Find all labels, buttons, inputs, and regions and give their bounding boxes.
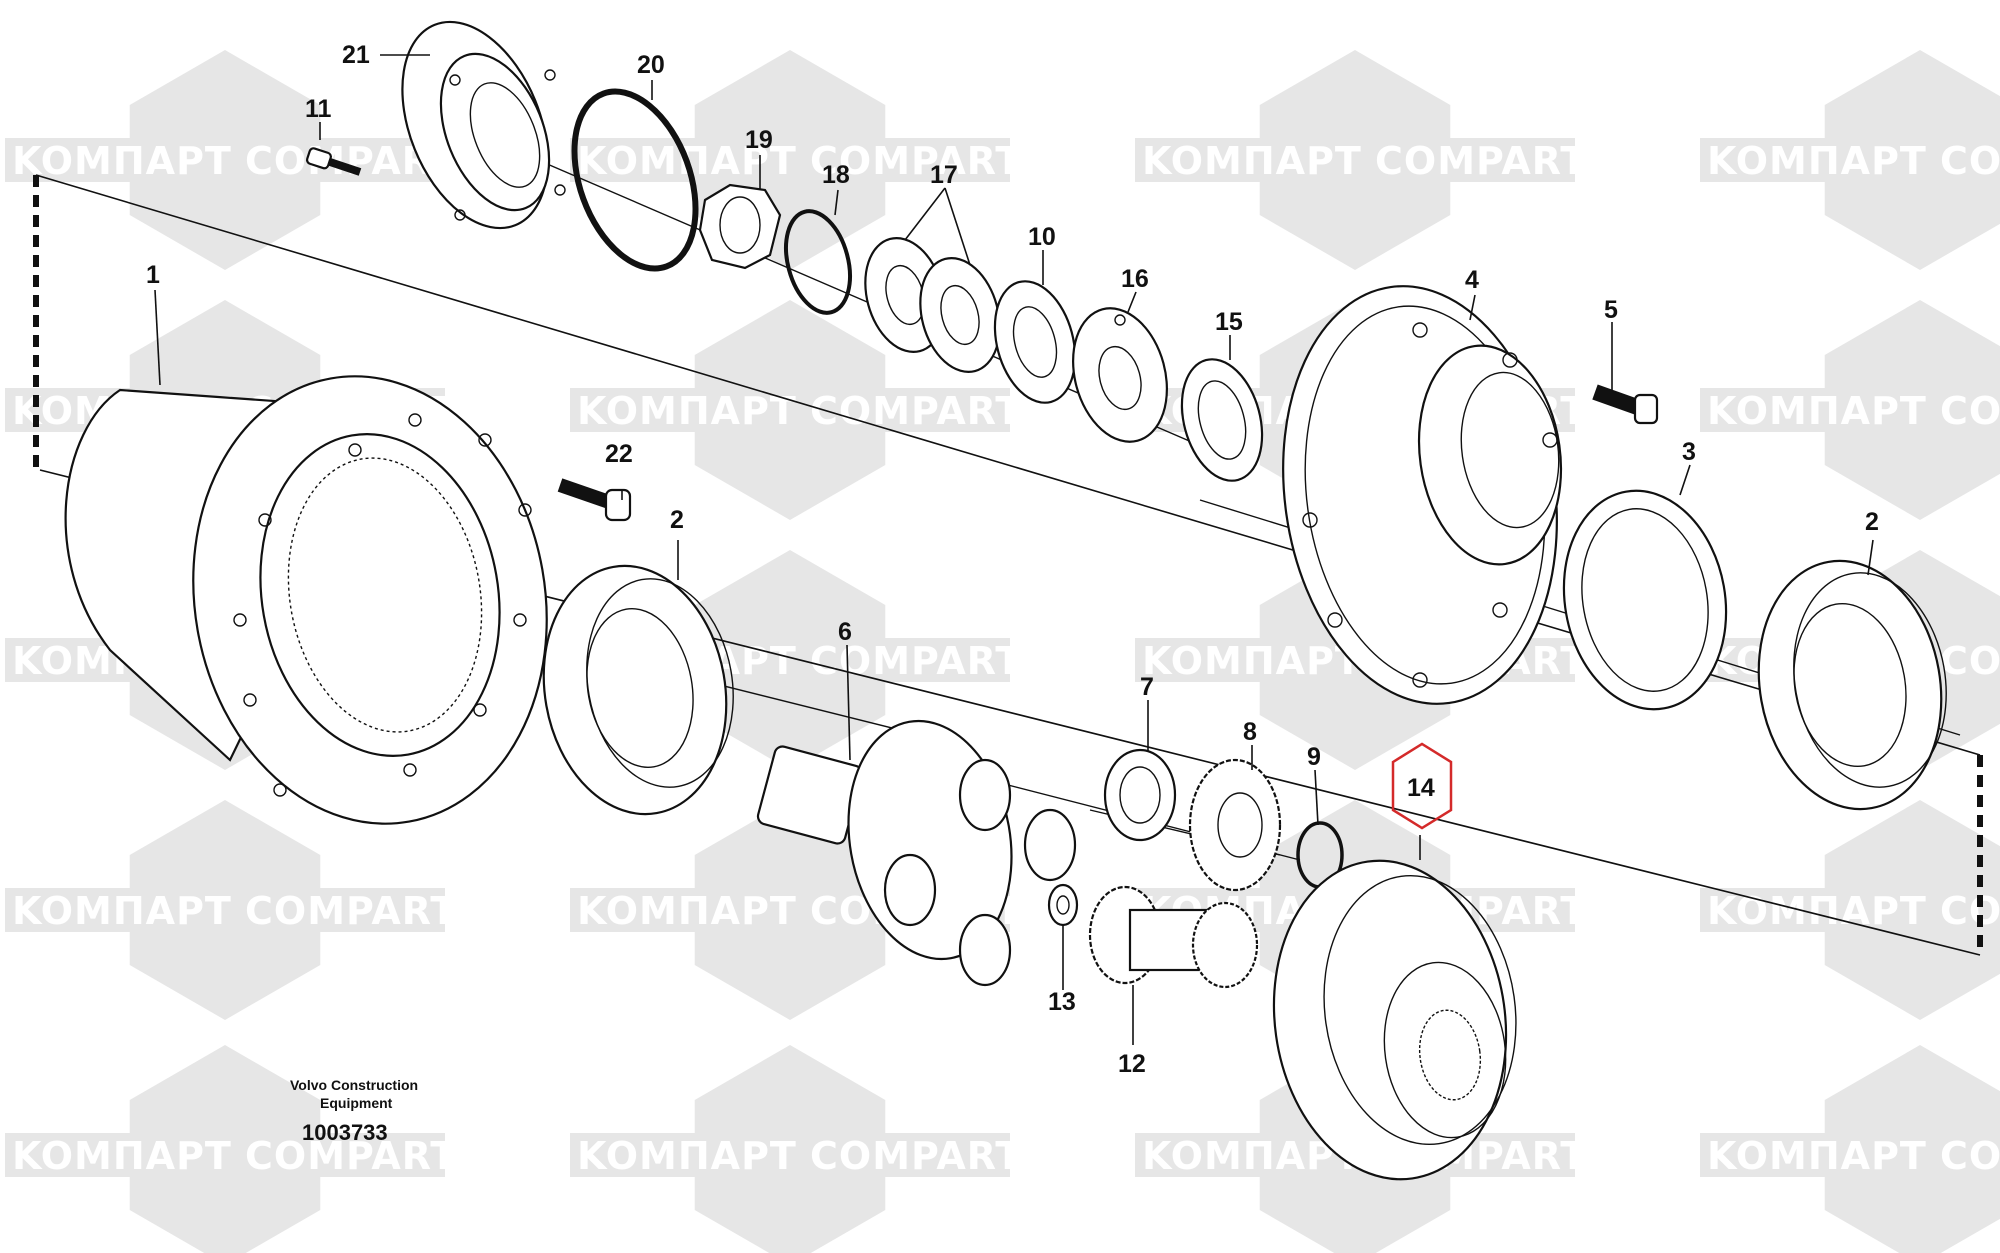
watermark-text: KOMПАРТ bbox=[577, 1134, 797, 1178]
callout-21[interactable]: 21 bbox=[342, 41, 370, 69]
watermark-tile: KOMПАРТ COMPART bbox=[1700, 1045, 2000, 1253]
callout-5[interactable]: 5 bbox=[1604, 296, 1618, 324]
watermark-text: KOMПАРТ bbox=[12, 139, 232, 183]
watermark-text: KOMПАРТ bbox=[577, 389, 797, 433]
needle-bearing-part-7 bbox=[1103, 748, 1177, 842]
callout-6[interactable]: 6 bbox=[838, 618, 852, 646]
thrust-washer-part-15 bbox=[1180, 358, 1264, 482]
callout-17[interactable]: 17 bbox=[930, 161, 958, 189]
drawing-caption: Volvo Construction Equipment 1003733 bbox=[290, 1077, 418, 1145]
watermark-tile: KOMПАРТ COMPART bbox=[5, 800, 457, 1020]
washer-part-13 bbox=[1047, 883, 1079, 927]
nut-part-19 bbox=[698, 183, 782, 270]
callout-7[interactable]: 7 bbox=[1140, 673, 1154, 701]
callout-labels: 1 2 2 3 4 5 6 7 8 9 10 11 12 13 14 15 16… bbox=[146, 41, 1879, 1078]
washer-part-10 bbox=[993, 280, 1077, 404]
callout-20[interactable]: 20 bbox=[637, 51, 665, 79]
watermark-tile: KOMПАРТ COMPART bbox=[5, 1045, 457, 1253]
callout-11[interactable]: 11 bbox=[305, 95, 332, 123]
planet-gear-part-8 bbox=[1188, 758, 1282, 892]
leader-lines bbox=[154, 54, 1874, 1045]
watermark-text: COMPART bbox=[245, 889, 457, 933]
callout-18[interactable]: 18 bbox=[822, 161, 850, 189]
callout-9[interactable]: 9 bbox=[1307, 743, 1321, 771]
watermark-text: COMPART bbox=[1940, 639, 2000, 683]
watermark-text: COMPART bbox=[1940, 139, 2000, 183]
bearing-part-2-right bbox=[1757, 559, 1947, 811]
watermark-text: COMPART bbox=[810, 139, 1022, 183]
callout-2-right[interactable]: 2 bbox=[1865, 508, 1879, 536]
manufacturer-line-1: Volvo Construction bbox=[290, 1077, 418, 1093]
bolt-part-5 bbox=[1592, 384, 1659, 425]
callout-12[interactable]: 12 bbox=[1118, 1050, 1146, 1078]
watermark-text: COMPART bbox=[810, 389, 1022, 433]
watermark-text: KOMПАРТ bbox=[12, 889, 232, 933]
callout-15[interactable]: 15 bbox=[1215, 308, 1243, 336]
bolt-part-11 bbox=[305, 147, 362, 176]
watermark-text: COMPART bbox=[245, 1134, 457, 1178]
seal-part-3 bbox=[1562, 489, 1728, 711]
selected-part-highlight bbox=[1391, 742, 1453, 830]
ring-gear-housing-part-1 bbox=[64, 375, 548, 825]
lock-plate-part-16 bbox=[1072, 307, 1168, 443]
manufacturer-line-2: Equipment bbox=[320, 1095, 393, 1111]
watermark-text: KOMПАРТ bbox=[1707, 139, 1927, 183]
watermark-text: COMPART bbox=[810, 1134, 1022, 1178]
callout-4[interactable]: 4 bbox=[1465, 266, 1479, 294]
watermark-tile: KOMПАРТ COMPART bbox=[1700, 300, 2000, 520]
planet-assembly-part-14 bbox=[1272, 859, 1517, 1181]
callout-13[interactable]: 13 bbox=[1048, 988, 1076, 1016]
bearing-part-2-left bbox=[542, 564, 734, 816]
watermark-tile: KOMПАРТ COMPART bbox=[570, 1045, 1022, 1253]
screw-part-22 bbox=[557, 478, 632, 522]
callout-2-left[interactable]: 2 bbox=[670, 506, 684, 534]
lock-washers-part-17 bbox=[864, 237, 1001, 373]
drawing-number: 1003733 bbox=[302, 1120, 388, 1145]
callout-8[interactable]: 8 bbox=[1243, 718, 1257, 746]
watermark-text: KOMПАРТ bbox=[1707, 1134, 1927, 1178]
watermark-text: KOMПАРТ bbox=[12, 1134, 232, 1178]
watermark-text: KOMПАРТ bbox=[1142, 139, 1362, 183]
retaining-ring-part-18 bbox=[784, 209, 852, 315]
callout-1[interactable]: 1 bbox=[146, 261, 160, 289]
watermark-text: COMPART bbox=[1940, 1134, 2000, 1178]
watermark-text: COMPART bbox=[1375, 139, 1587, 183]
watermark-tile: KOMПАРТ COMPART bbox=[570, 300, 1022, 520]
sun-gear-part-12 bbox=[1088, 885, 1259, 989]
callout-3[interactable]: 3 bbox=[1682, 438, 1696, 466]
watermark-tile: KOMПАРТ COMPART bbox=[1700, 50, 2000, 270]
watermark-tile: KOMПАРТ COMPART bbox=[1135, 50, 1587, 270]
callout-19[interactable]: 19 bbox=[745, 126, 773, 154]
watermark-text: COMPART bbox=[810, 639, 1022, 683]
watermark-text: KOMПАРТ bbox=[1707, 389, 1927, 433]
watermark-text: COMPART bbox=[1940, 889, 2000, 933]
callout-14[interactable]: 14 bbox=[1407, 774, 1435, 802]
callout-10[interactable]: 10 bbox=[1028, 223, 1056, 251]
watermark-text: COMPART bbox=[1940, 389, 2000, 433]
end-cover-part-21 bbox=[401, 20, 566, 230]
watermark-text: KOMПАРТ bbox=[577, 889, 797, 933]
hub-part-4 bbox=[1282, 285, 1563, 705]
planet-carrier-part-6 bbox=[756, 719, 1077, 987]
callout-16[interactable]: 16 bbox=[1121, 265, 1149, 293]
watermark-text: KOMПАРТ bbox=[1142, 639, 1362, 683]
axis-lines bbox=[279, 134, 1961, 861]
o-ring-part-20 bbox=[571, 88, 699, 272]
callout-22[interactable]: 22 bbox=[605, 440, 633, 468]
